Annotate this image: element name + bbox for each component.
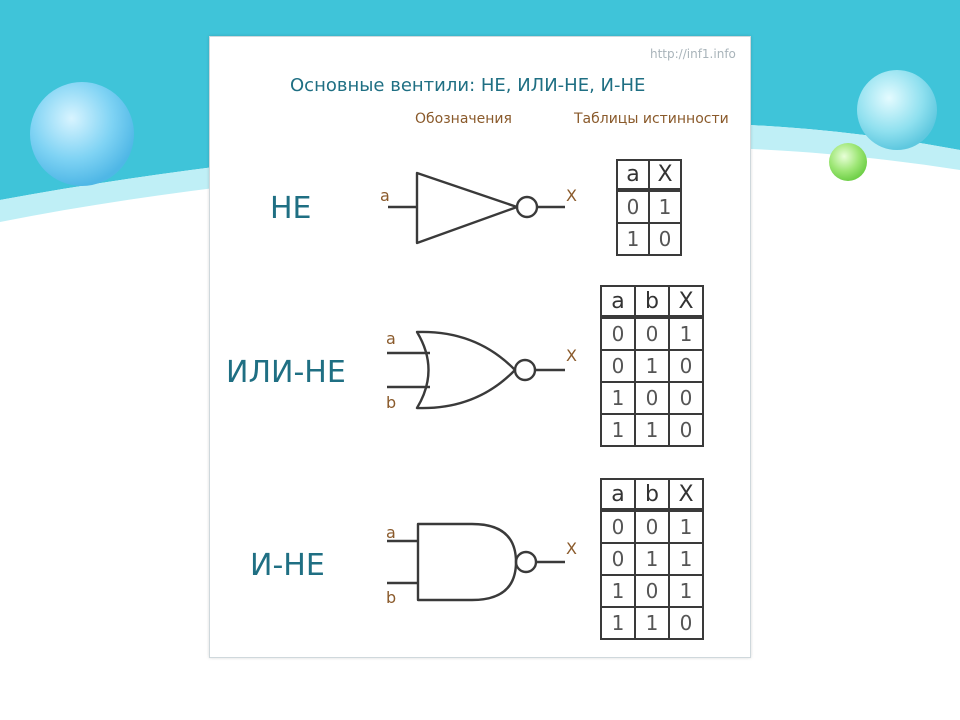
table-cell: 0	[600, 316, 636, 351]
table-header-cell: a	[600, 285, 636, 319]
decor-bubble-right	[857, 70, 937, 150]
table-cell: 1	[668, 542, 704, 576]
table-cell: 0	[600, 542, 636, 576]
truth-table-not: a X 0 1 1 0	[616, 159, 682, 256]
table-cell: 1	[668, 316, 704, 351]
table-cell: 1	[648, 189, 682, 224]
nand-output-x-label: X	[566, 539, 577, 558]
table-cell: 1	[634, 349, 670, 383]
table-cell: 1	[600, 574, 636, 608]
not-gate-symbol	[388, 171, 565, 245]
table-cell: 0	[668, 349, 704, 383]
table-header-cell: X	[668, 285, 704, 319]
not-input-a-label: a	[380, 186, 390, 205]
table-cell: 0	[634, 509, 670, 544]
truth-table-header: a b X	[600, 478, 704, 512]
table-cell: 1	[634, 413, 670, 447]
table-row: 1 1 0	[600, 606, 704, 640]
table-header-cell: a	[616, 159, 650, 192]
table-header-cell: b	[634, 285, 670, 319]
truth-table-nand: a b X 0 0 1 0 1 1 1 0 1 1 1 0	[600, 478, 704, 640]
symbols-column-heading: Обозначения	[415, 111, 512, 127]
nor-input-b-label: b	[386, 393, 397, 412]
table-cell: 1	[616, 222, 650, 256]
not-output-x-label: X	[566, 186, 577, 205]
table-header-cell: X	[668, 478, 704, 512]
nor-gate-symbol	[387, 330, 565, 410]
table-row: 1 0 1	[600, 574, 704, 608]
table-row: 0 1	[616, 189, 682, 224]
truth-table-header: a X	[616, 159, 682, 192]
source-watermark: http://inf1.info	[650, 47, 736, 61]
table-cell: 0	[634, 574, 670, 608]
truth-tables-column-heading: Таблицы истинности	[574, 111, 729, 127]
nand-input-a-label: a	[386, 523, 396, 542]
table-header-cell: a	[600, 478, 636, 512]
table-cell: 0	[668, 381, 704, 415]
table-cell: 0	[634, 316, 670, 351]
table-cell: 0	[668, 413, 704, 447]
table-row: 0 1 1	[600, 542, 704, 576]
table-cell: 0	[616, 189, 650, 224]
table-row: 0 0 1	[600, 316, 704, 351]
decor-bubble-left	[30, 82, 134, 186]
table-cell: 0	[600, 509, 636, 544]
table-row: 0 0 1	[600, 509, 704, 544]
table-header-cell: X	[648, 159, 682, 192]
truth-table-nor: a b X 0 0 1 0 1 0 1 0 0 1 1 0	[600, 285, 704, 447]
gate-name-nor: ИЛИ-НЕ	[226, 355, 346, 390]
content-card: http://inf1.info Основные вентили: НЕ, И…	[209, 36, 751, 658]
table-row: 0 1 0	[600, 349, 704, 383]
nand-input-b-label: b	[386, 588, 397, 607]
table-cell: 1	[668, 509, 704, 544]
table-header-cell: b	[634, 478, 670, 512]
decor-bubble-green	[829, 143, 867, 181]
table-row: 1 0 0	[600, 381, 704, 415]
table-cell: 0	[648, 222, 682, 256]
nand-gate-symbol	[387, 522, 565, 602]
table-cell: 1	[600, 381, 636, 415]
table-row: 1 1 0	[600, 413, 704, 447]
table-cell: 0	[634, 381, 670, 415]
page-title: Основные вентили: НЕ, ИЛИ-НЕ, И-НЕ	[290, 75, 646, 96]
gate-diagrams	[387, 171, 565, 602]
table-cell: 1	[668, 574, 704, 608]
table-cell: 0	[668, 606, 704, 640]
table-cell: 1	[634, 542, 670, 576]
gate-name-not: НЕ	[270, 191, 312, 226]
table-cell: 1	[634, 606, 670, 640]
truth-table-header: a b X	[600, 285, 704, 319]
table-cell: 1	[600, 413, 636, 447]
table-row: 1 0	[616, 222, 682, 256]
table-cell: 0	[600, 349, 636, 383]
nor-output-x-label: X	[566, 346, 577, 365]
gate-name-nand: И-НЕ	[250, 548, 325, 583]
table-cell: 1	[600, 606, 636, 640]
nor-input-a-label: a	[386, 329, 396, 348]
